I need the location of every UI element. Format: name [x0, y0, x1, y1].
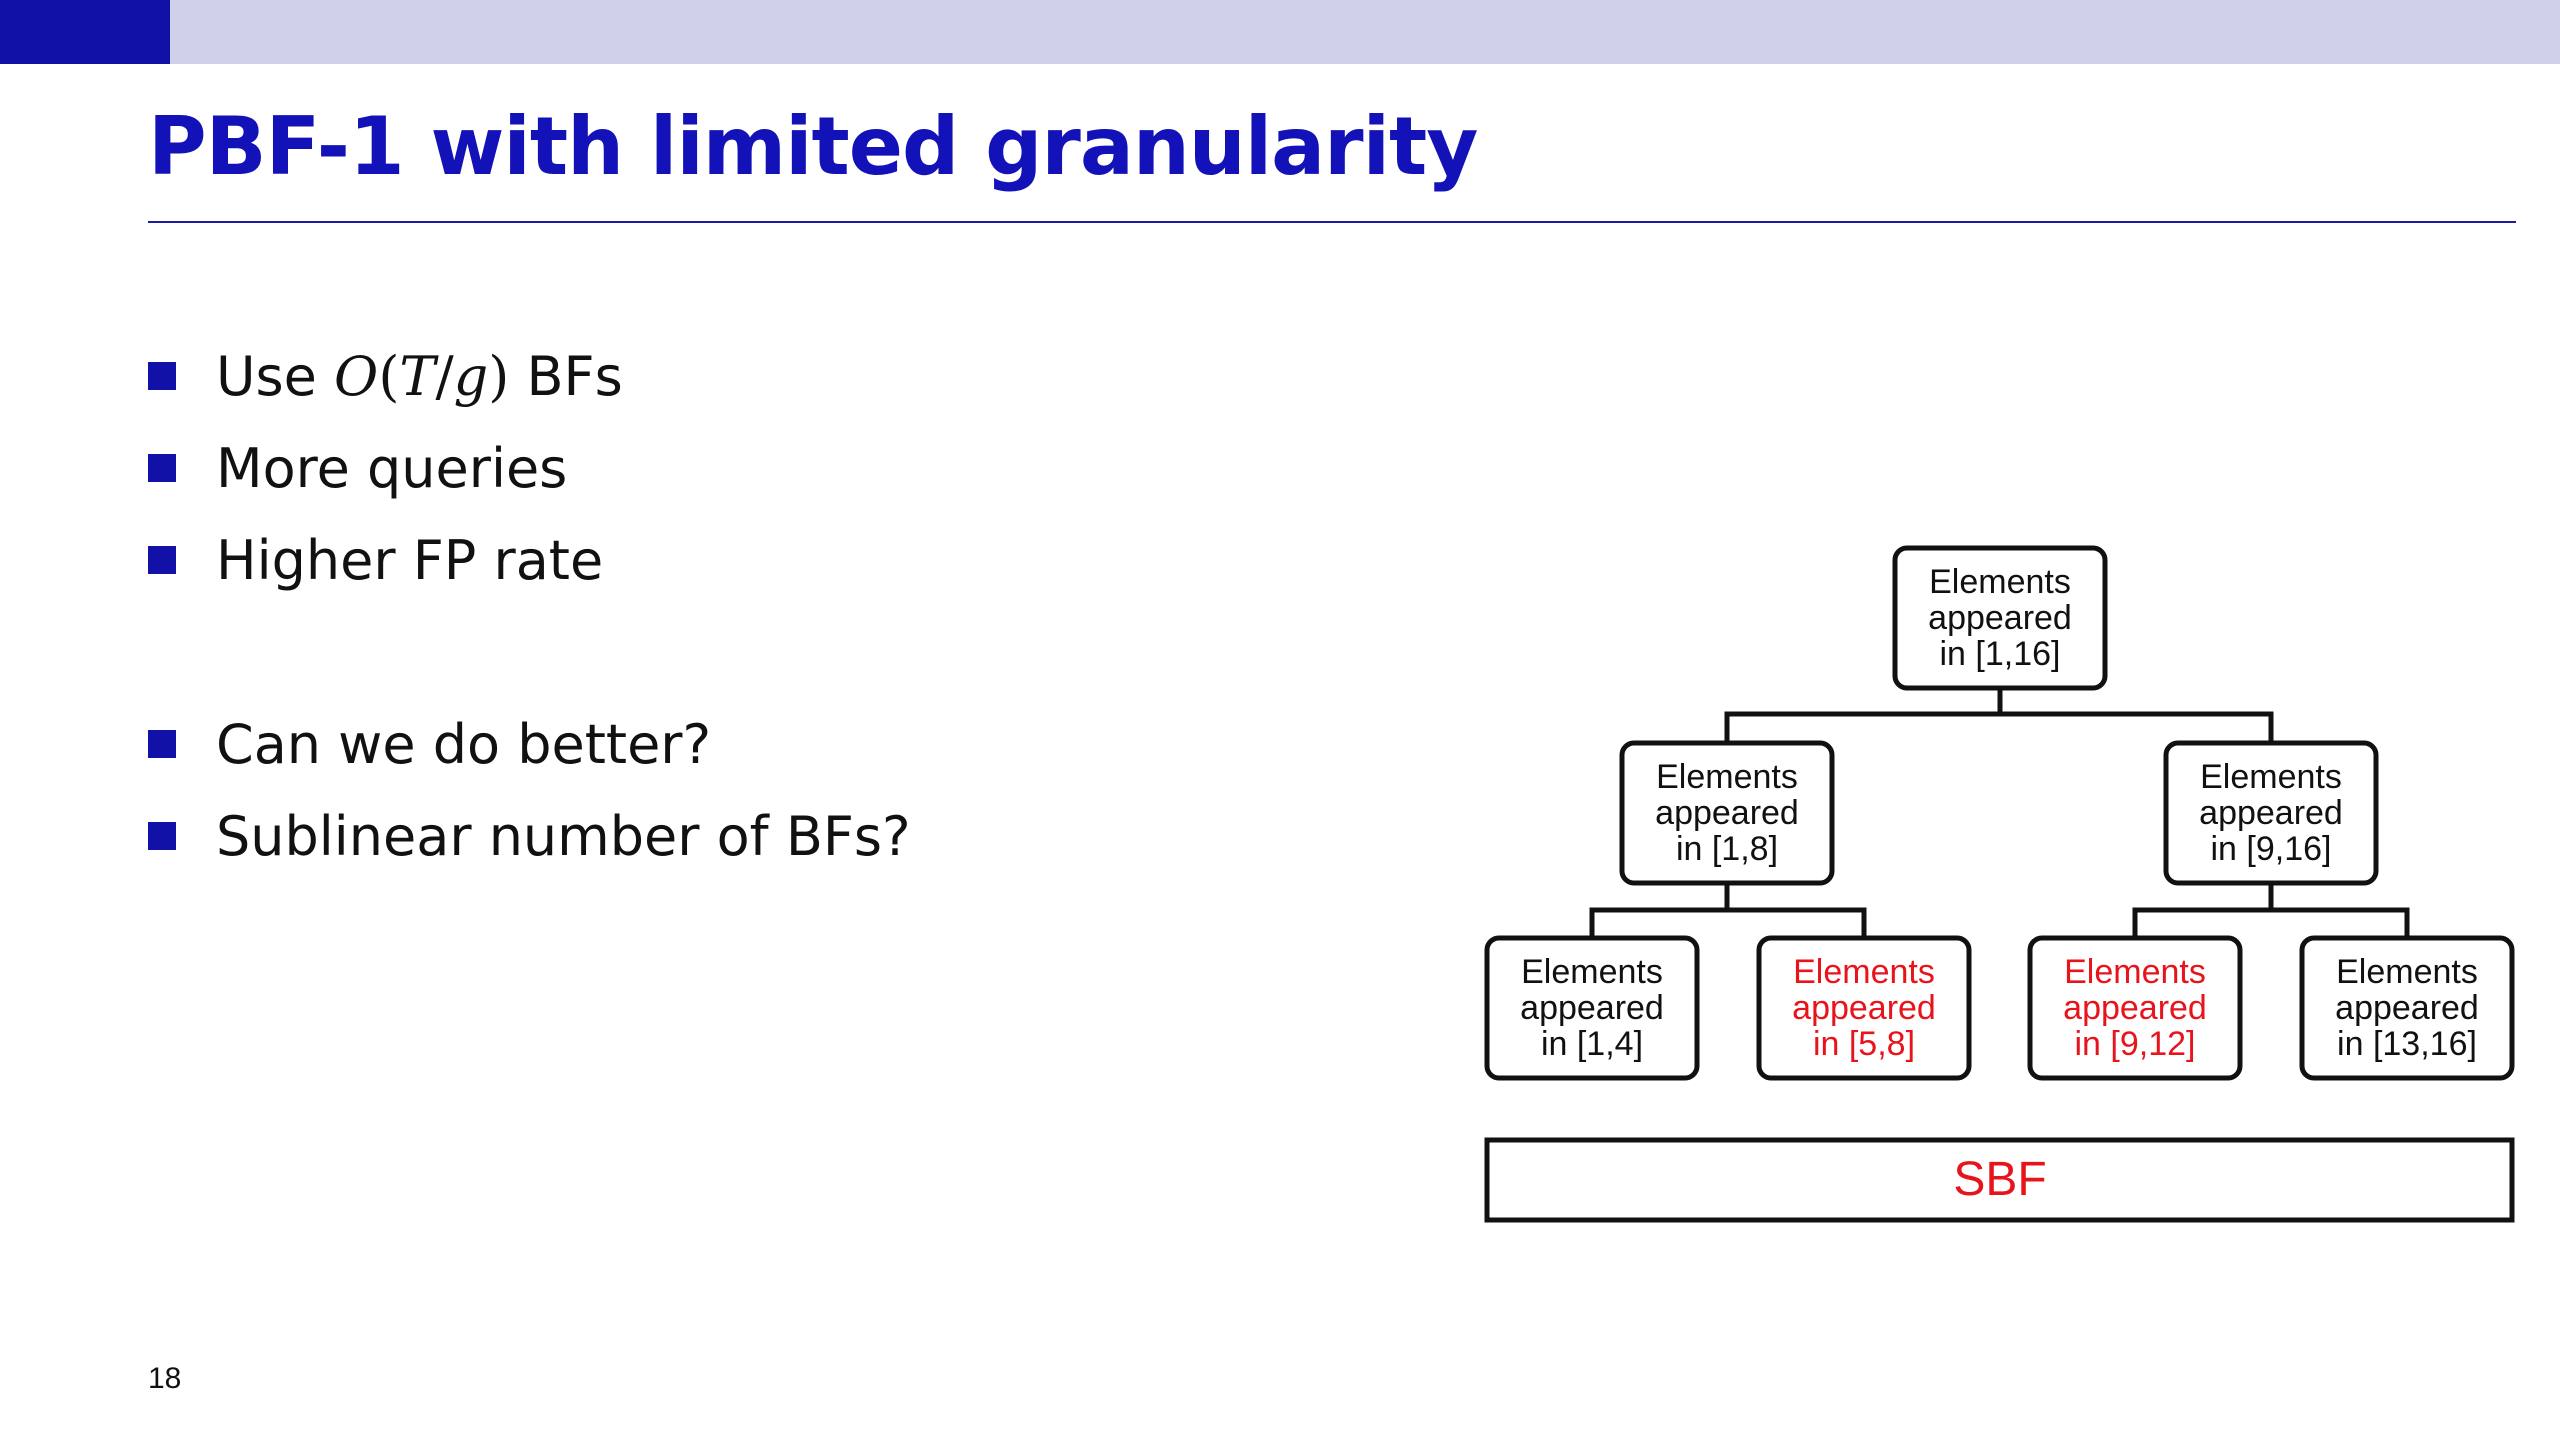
- connector-root-right: [1997, 711, 2274, 746]
- tree-node-box: [1484, 935, 1700, 1081]
- tree-node-label-line: appeared: [1655, 794, 1799, 832]
- tree-node-label-line: in [1,8]: [1676, 830, 1778, 868]
- tree-node-label-line: appeared: [1792, 989, 1936, 1027]
- math-symbol: (: [378, 344, 400, 408]
- math-symbol: T: [399, 344, 436, 408]
- tree-node-box: [1756, 935, 1972, 1081]
- tree-node-label-line: appeared: [2063, 989, 2207, 1027]
- tree-node-label-line: in [13,16]: [2337, 1025, 2477, 1063]
- square-bullet-icon: [148, 454, 176, 482]
- top-bar: [0, 0, 2560, 64]
- tree-node-label-line: Elements: [2200, 758, 2342, 796]
- tree-node-label-line: appeared: [2199, 794, 2343, 832]
- connector-right-leaf3: [2132, 880, 2274, 941]
- tree-node-box: [1619, 740, 1835, 886]
- bullet-text-suffix: BFs: [509, 344, 623, 408]
- bullet-text: Sublinear number of BFs?: [216, 804, 911, 868]
- tree-node-label-line: Elements: [1793, 953, 1935, 991]
- connector-right-leaf4: [2268, 907, 2410, 941]
- tree-node-box: [2299, 935, 2515, 1081]
- connector-left-leaf1: [1589, 880, 1730, 941]
- tree-node-label-line: in [1,16]: [1940, 635, 2061, 673]
- tree-node-label-line: in [9,16]: [2211, 830, 2332, 868]
- math-symbol: ): [488, 344, 510, 408]
- math-symbol: /: [435, 344, 454, 408]
- tree-node-label-line: Elements: [2336, 953, 2478, 991]
- square-bullet-icon: [148, 730, 176, 758]
- tree-node-box: [1892, 545, 2108, 691]
- bullet-item: Can we do better?: [148, 698, 911, 790]
- title-underline: [148, 221, 2516, 223]
- math-symbol: g: [453, 344, 489, 408]
- connector-left-leaf2: [1724, 907, 1867, 941]
- bullet-item: Higher FP rate: [148, 514, 911, 606]
- tree-node-box: [2163, 740, 2379, 886]
- connector-root-left: [1724, 685, 2003, 746]
- sbf-label: SBF: [1953, 1153, 2046, 1206]
- square-bullet-icon: [148, 362, 176, 390]
- tree-node-box: [2027, 935, 2243, 1081]
- bullet-text: Can we do better?: [216, 712, 712, 776]
- slide-title: PBF-1 with limited granularity: [148, 100, 1478, 193]
- tree-node-label-line: appeared: [1520, 989, 1664, 1027]
- bullet-item: More queries: [148, 422, 911, 514]
- sbf-box: [1484, 1137, 2515, 1223]
- bullet-item: Sublinear number of BFs?: [148, 790, 911, 882]
- tree-node-label-line: Elements: [2064, 953, 2206, 991]
- math-symbol: O: [334, 344, 379, 408]
- tree-node-label-line: in [5,8]: [1813, 1025, 1915, 1063]
- page-number: 18: [148, 1362, 182, 1395]
- bullet-text: More queries: [216, 436, 568, 500]
- bullet-item: Use O(T/g) BFs: [148, 330, 911, 422]
- tree-connectors: [1589, 685, 2410, 941]
- math-expression: O(T/g): [334, 345, 509, 408]
- tree-node-label-line: Elements: [1521, 953, 1663, 991]
- tree-node-label-line: appeared: [1928, 599, 2072, 637]
- tree-node-label-line: Elements: [1929, 563, 2071, 601]
- bullet-list: Use O(T/g) BFs More queries Higher FP ra…: [148, 330, 911, 882]
- tree-node-label-line: in [1,4]: [1541, 1025, 1643, 1063]
- square-bullet-icon: [148, 822, 176, 850]
- square-bullet-icon: [148, 546, 176, 574]
- tree-node-label-line: Elements: [1656, 758, 1798, 796]
- tree-node-label-line: appeared: [2335, 989, 2479, 1027]
- top-bar-accent: [0, 0, 170, 64]
- bullet-text: Use O(T/g) BFs: [216, 345, 623, 408]
- bullet-text-prefix: Use: [216, 344, 335, 408]
- bullet-text: Higher FP rate: [216, 528, 604, 592]
- tree-node-label-line: in [9,12]: [2075, 1025, 2196, 1063]
